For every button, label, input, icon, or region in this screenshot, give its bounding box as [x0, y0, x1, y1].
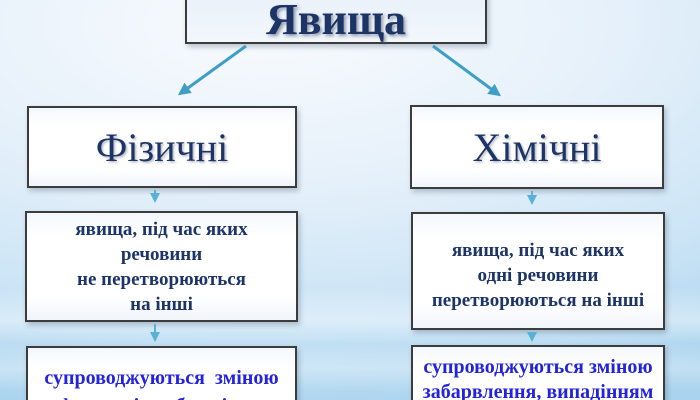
physical-definition-text: явища, під час яких речовини не перетвор… [75, 218, 248, 315]
node-chemical-label: Хімічні [472, 124, 602, 170]
node-chemical: Хімічні [410, 105, 664, 189]
node-physical-label: Фізичні [95, 124, 229, 170]
physical-definition-node: явища, під час яких речовини не перетвор… [25, 211, 298, 322]
chemical-effects-text: супроводжуються зміною забарвлення, випа… [422, 356, 654, 400]
physical-effects-node: супроводжуються зміною форми тіла або зм… [26, 346, 297, 400]
node-phenomena: Явища [185, 0, 487, 44]
chemical-definition-text: явища, під час яких одні речовини перетв… [431, 239, 645, 311]
physical-effects-text: супроводжуються зміною форми тіла або зм… [44, 367, 279, 400]
arrow-down-left-icon [177, 44, 247, 96]
arrow-down-right-icon [432, 44, 502, 97]
chemical-effects-node: супроводжуються зміною забарвлення, випа… [411, 345, 665, 400]
node-phenomena-label: Явища [265, 0, 407, 44]
node-physical: Фізичні [27, 106, 297, 188]
chemical-definition-node: явища, під час яких одні речовини перетв… [411, 212, 665, 330]
